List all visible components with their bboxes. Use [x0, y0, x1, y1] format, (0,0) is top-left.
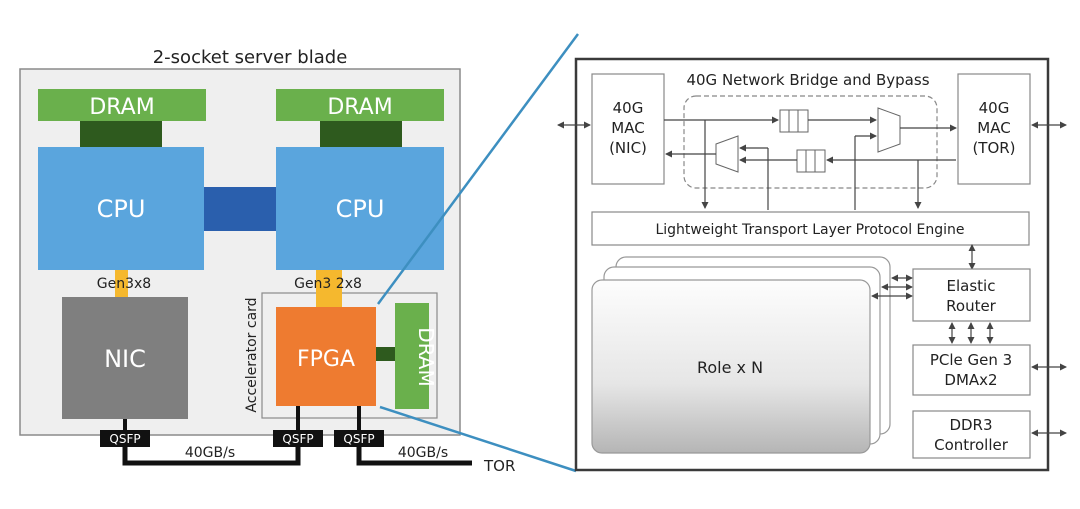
- qsfp-fpga-b-label: QSFP: [343, 432, 374, 446]
- pcie-label-1: PCle Gen 3: [930, 351, 1012, 369]
- mux-tx: [877, 107, 901, 153]
- router-pcie-arrows: [948, 322, 994, 344]
- dram-right-label: DRAM: [327, 95, 392, 120]
- mac-nic-label-2: MAC: [611, 119, 644, 137]
- role-router-arrows: [871, 274, 913, 300]
- pcie-box: [912, 344, 1031, 396]
- ddr3-label-2: Controller: [934, 436, 1009, 454]
- cpu-right: [276, 147, 444, 270]
- ltl-engine-box: [591, 211, 1030, 246]
- qsfp-nic-label: QSFP: [109, 432, 140, 446]
- speed-right-label: 40GB/s: [398, 445, 448, 461]
- role-box: [591, 279, 871, 454]
- pcie-link-right-a: [316, 270, 329, 308]
- fpga-dram-link: [376, 347, 395, 361]
- speed-left-label: 40GB/s: [185, 445, 235, 461]
- role-label: Role x N: [697, 358, 763, 377]
- elastic-router-box: [912, 268, 1031, 322]
- link-left-label: Gen3x8: [97, 276, 151, 292]
- pcie-link-right-b: [329, 270, 342, 308]
- mac-nic-box: [591, 73, 665, 185]
- fpga-dram-label: DRAM: [414, 327, 438, 386]
- ddr3-box: [912, 410, 1031, 459]
- mac-tor-label-3: (TOR): [972, 139, 1015, 157]
- bridge-title: 40G Network Bridge and Bypass: [686, 71, 929, 89]
- fpga-box: [276, 307, 376, 406]
- tor-label: TOR: [483, 457, 515, 475]
- mac-tor-box: [957, 73, 1031, 185]
- callout-line-bottom: [379, 405, 577, 473]
- cpu-left: [38, 147, 204, 270]
- dram-left-label: DRAM: [89, 95, 154, 120]
- cable-fpga-to-tor: [356, 446, 472, 466]
- cpu-left-label: CPU: [97, 195, 146, 223]
- callout-line-top: [376, 33, 580, 305]
- nic-box: [62, 297, 188, 419]
- cpu-right-label: CPU: [336, 195, 385, 223]
- blade-title: 2-socket server blade: [153, 47, 348, 68]
- dram-right: [276, 89, 444, 121]
- accel-card-label: Accelerator card: [244, 297, 260, 412]
- qsfp-fpga-b: [334, 430, 384, 447]
- mac-nic-label-1: 40G: [613, 99, 644, 117]
- fifo-top: [779, 109, 809, 133]
- qsfp-nic: [100, 430, 150, 447]
- link-right-label: Gen3 2x8: [294, 276, 362, 292]
- mac-tor-label-2: MAC: [977, 119, 1010, 137]
- nic-label: NIC: [104, 345, 146, 373]
- fpga-dram: [395, 303, 429, 409]
- router-label-2: Router: [946, 297, 997, 315]
- ltl-engine-label: Lightweight Transport Layer Protocol Eng…: [655, 222, 964, 238]
- mac-nic-label-3: (NIC): [609, 139, 647, 157]
- fpga-label: FPGA: [297, 347, 355, 372]
- pcie-label-2: DMAx2: [944, 371, 997, 389]
- mux-rx: [715, 135, 739, 173]
- dram-left: [38, 89, 206, 121]
- pcie-link-left: [115, 270, 128, 297]
- fifo-bottom: [796, 149, 826, 173]
- bridge-paths: [664, 116, 957, 210]
- qsfp-fpga-a-label: QSFP: [282, 432, 313, 446]
- bridge-bypass-region: [683, 95, 938, 189]
- cpu-interconnect: [204, 187, 276, 231]
- ddr3-label-1: DDR3: [949, 416, 992, 434]
- cable-nic-to-fpga: [122, 446, 301, 466]
- dram-left-connector: [80, 121, 162, 147]
- mac-tor-label-1: 40G: [979, 99, 1010, 117]
- router-label-1: Elastic: [947, 277, 996, 295]
- qsfp-fpga-a: [273, 430, 323, 447]
- dram-right-connector: [320, 121, 402, 147]
